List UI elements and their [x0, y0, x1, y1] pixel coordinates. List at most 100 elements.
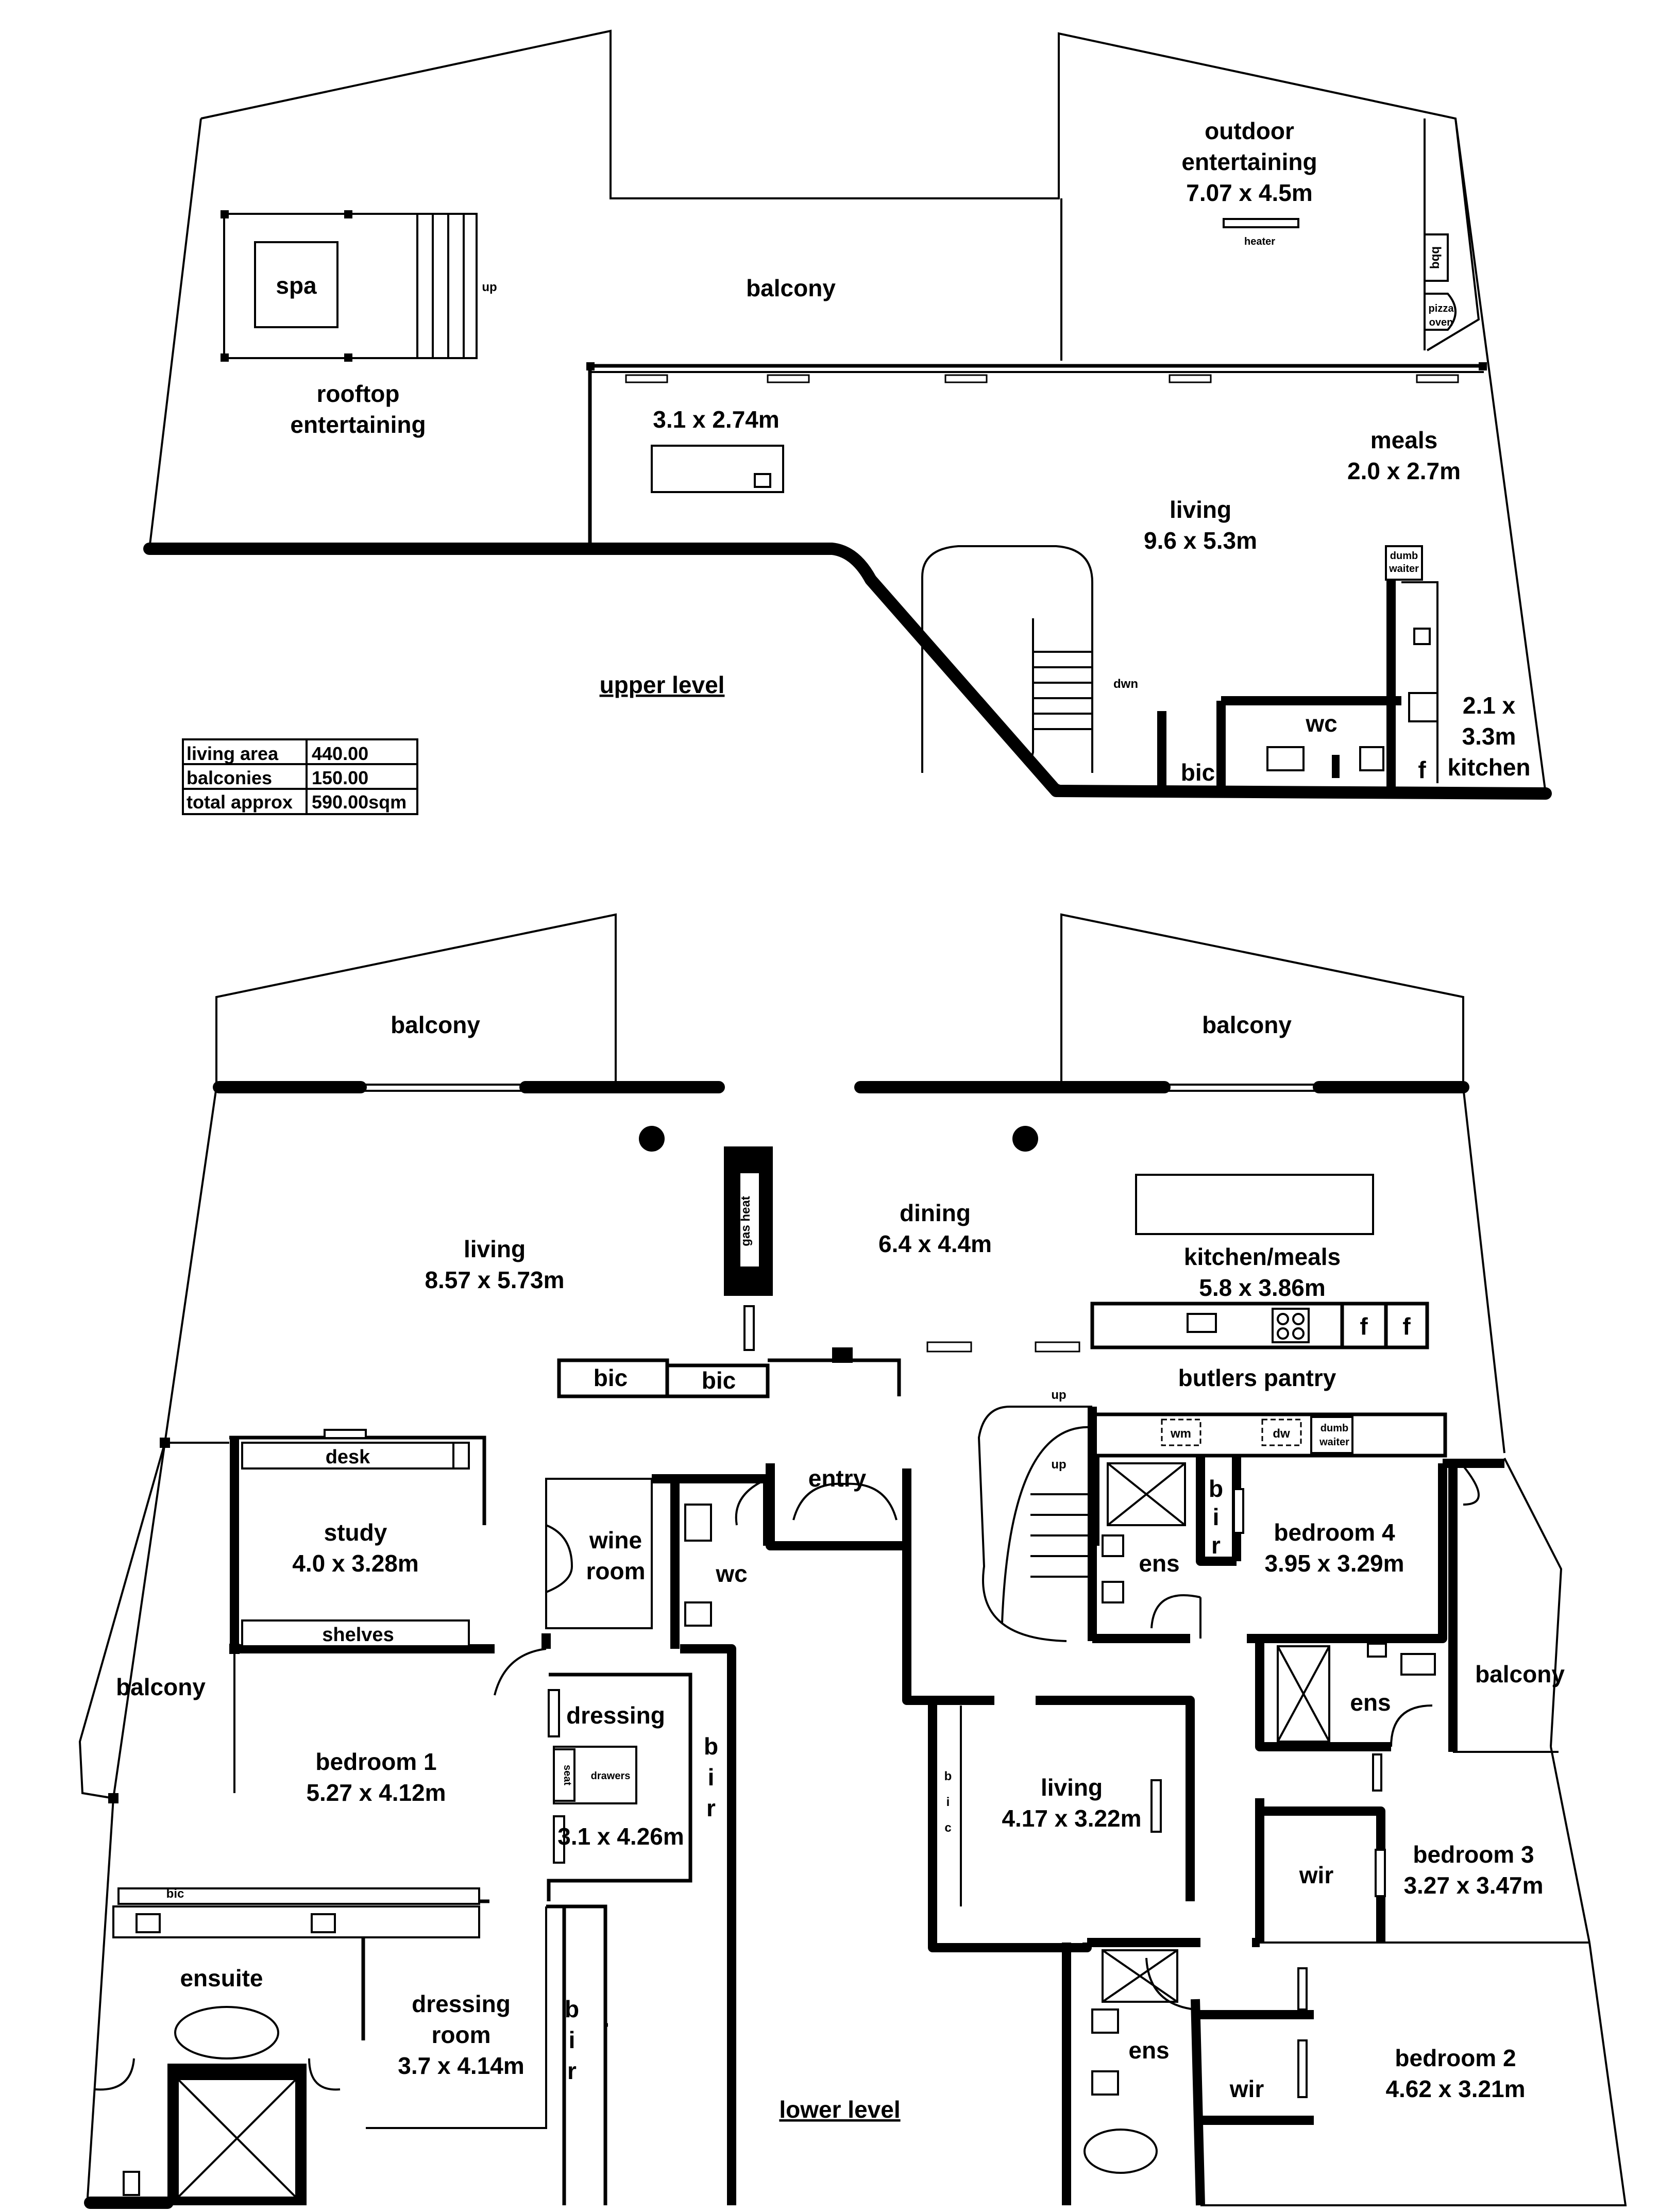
wine-label-1: wine — [589, 1527, 642, 1554]
bbq — [1424, 233, 1449, 282]
dining-dims: 6.4 x 4.4m — [878, 1230, 992, 1257]
bic-right — [665, 1363, 770, 1398]
bic-v-i: i — [946, 1795, 950, 1809]
study-dims: 4.0 x 3.28m — [292, 1550, 419, 1577]
bedroom2-outline — [1200, 1942, 1627, 2206]
spa-up-label: up — [482, 280, 497, 294]
spa — [254, 241, 338, 328]
dressing-room-label-2: room — [432, 2021, 491, 2048]
dressing-dims: 3.1 x 4.26m — [557, 1823, 684, 1850]
ensuite-label: ensuite — [180, 1965, 263, 1991]
area-row-0-value: 440.00 — [312, 743, 368, 764]
bedroom3-dims: 3.27 x 3.47m — [1403, 1872, 1543, 1899]
gas-heat-label: gas heat — [739, 1196, 753, 1246]
lower-level-heading: lower level — [779, 2096, 900, 2123]
dw-label: dw — [1273, 1427, 1290, 1441]
kitchen-dims-1: 2.1 x — [1463, 692, 1516, 719]
upper-outer-wall — [143, 543, 1552, 800]
upper-room-dims: 3.1 x 2.74m — [653, 406, 780, 433]
balcony-top-left — [215, 913, 617, 1087]
bedroom2-dims: 4.62 x 3.21m — [1385, 2075, 1525, 2102]
ens-b3-label: ens — [1350, 1689, 1391, 1716]
upper-living-dims: 9.6 x 5.3m — [1144, 527, 1257, 554]
outdoor-label-1: outdoor — [1205, 117, 1294, 144]
area-row-1-label: balconies — [187, 767, 272, 788]
balcony-top-left-label: balcony — [391, 1011, 480, 1038]
bedroom4-dims: 3.95 x 3.29m — [1264, 1550, 1404, 1577]
upper-stair-void — [921, 545, 1093, 773]
upper-living-label: living — [1170, 496, 1231, 523]
lower-living-dims: 8.57 x 5.73m — [425, 1267, 564, 1293]
bic-v-b: b — [944, 1769, 952, 1783]
wine-label-2: room — [586, 1558, 646, 1584]
lower-living-label: living — [464, 1236, 526, 1262]
spa-label: spa — [276, 272, 317, 299]
bir-dr-r: r — [567, 2057, 577, 2084]
meals-label: meals — [1370, 427, 1437, 453]
area-row-2-value: 590.00sqm — [312, 791, 407, 813]
column — [1012, 1126, 1038, 1152]
drawers-label: drawers — [591, 1770, 631, 1782]
kitchen-meals-label: kitchen/meals — [1184, 1243, 1341, 1270]
bedroom1-label: bedroom 1 — [315, 1748, 436, 1775]
upper-balcony-label: balcony — [746, 275, 836, 301]
bedroom1-dims: 5.27 x 4.12m — [306, 1779, 446, 1806]
upper-bic-label: bic — [1181, 759, 1215, 786]
bir-b4-r: r — [1211, 1532, 1221, 1559]
wir-b3-label: wir — [1299, 1862, 1334, 1888]
lower-dumb-waiter-1: dumb — [1321, 1423, 1348, 1434]
wine-room — [545, 1478, 653, 1629]
ens-b4-label: ens — [1139, 1550, 1179, 1577]
heater — [1223, 218, 1299, 228]
bedroom4-label: bedroom 4 — [1274, 1519, 1395, 1546]
bir-b1-b: b — [704, 1733, 718, 1760]
kitchen-meals-dims: 5.8 x 3.86m — [1199, 1274, 1326, 1301]
bic-v-c: c — [944, 1821, 951, 1835]
area-row-1-value: 150.00 — [312, 767, 368, 788]
dining-label: dining — [900, 1200, 971, 1226]
bir-b4-i: i — [1213, 1504, 1220, 1530]
balcony-east-outline — [1503, 1458, 1563, 1747]
balcony-top-right — [1060, 913, 1464, 1087]
balcony-east-label: balcony — [1475, 1661, 1565, 1687]
washing-machine — [1161, 1419, 1201, 1446]
bic-right-label: bic — [702, 1367, 736, 1394]
outdoor-label-2: entertaining — [1181, 148, 1317, 175]
pizza-oven — [1424, 293, 1457, 331]
rooftop-label-1: rooftop — [317, 380, 400, 407]
area-row-0-label: living area — [187, 743, 279, 764]
bic-ensuite-label: bic — [166, 1887, 184, 1901]
balcony-west-outline — [78, 1442, 166, 1799]
meals-dims: 2.0 x 2.7m — [1347, 458, 1461, 484]
stair-dwn-label: dwn — [1113, 677, 1138, 691]
pizza-label-1: pizza — [1429, 303, 1454, 314]
kitchen-label: kitchen — [1447, 754, 1530, 781]
heater-label: heater — [1244, 236, 1275, 247]
living2-dims: 4.17 x 3.22m — [1002, 1805, 1141, 1832]
bic-ensuite — [117, 1887, 480, 1905]
ens-b2-label: ens — [1128, 2037, 1169, 2064]
pizza-label-2: oven — [1429, 317, 1453, 328]
bedroom2-label: bedroom 2 — [1395, 2045, 1516, 2071]
entry-label: entry — [808, 1465, 867, 1492]
kitchen-island — [1135, 1174, 1374, 1235]
outdoor-dims: 7.07 x 4.5m — [1186, 179, 1313, 206]
rooftop-label-2: entertaining — [290, 411, 426, 438]
bir-dr-b: b — [565, 1996, 579, 2022]
dishwasher — [1261, 1419, 1302, 1446]
bir-b1-r: r — [706, 1795, 716, 1821]
living2-label: living — [1041, 1774, 1103, 1801]
study-label: study — [324, 1519, 387, 1546]
fridge-label-1: f — [1360, 1313, 1368, 1340]
bic-left-label: bic — [594, 1364, 628, 1391]
area-row-2-label: total approx — [187, 791, 293, 813]
upper-labels: upper level spa up rooftop entertaining … — [276, 117, 1530, 786]
upper-level-plan — [143, 29, 1552, 815]
upper-level-heading: upper level — [600, 671, 725, 698]
bedroom3-label: bedroom 3 — [1413, 1841, 1534, 1868]
bbq-label: bbq — [1429, 246, 1443, 269]
balcony-west-label: balcony — [116, 1674, 206, 1700]
bir-dr-i: i — [569, 2027, 575, 2053]
column — [639, 1126, 665, 1152]
dressing-room-dims: 3.7 x 4.14m — [398, 2052, 524, 2079]
